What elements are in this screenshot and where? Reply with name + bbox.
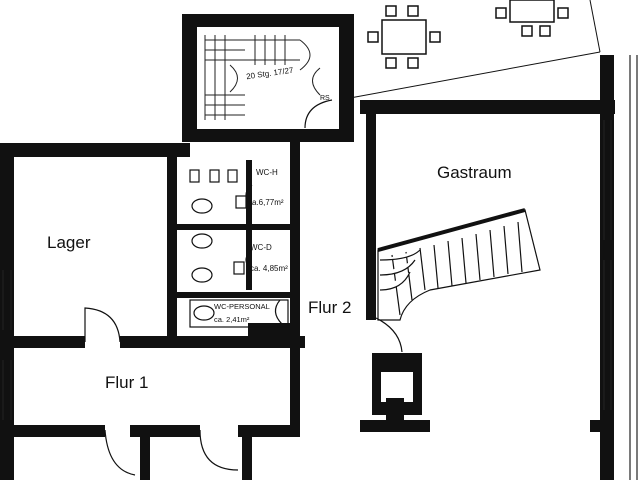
wc-personal-box	[189, 299, 289, 328]
wall-flur1-bottom-c	[238, 425, 298, 437]
chair	[557, 7, 569, 19]
room-label-lager: Lager	[47, 233, 91, 252]
door-flur2	[375, 317, 403, 353]
doors	[84, 99, 403, 476]
wc-d-label: WC-D	[250, 243, 272, 252]
door-flur1-bottom-left	[104, 429, 136, 476]
wall-top-left	[0, 143, 190, 157]
urinal	[227, 169, 238, 183]
wc-personal-area: ca. 2,41m²	[214, 315, 250, 324]
wc-h-label: WC-H	[256, 168, 278, 177]
pillar-inner	[381, 372, 413, 402]
wall-top-right	[360, 100, 615, 114]
wall-lager-bottom-left	[0, 336, 85, 348]
chair	[367, 31, 379, 43]
urinal	[189, 169, 200, 183]
wall-flur2-right	[366, 110, 376, 320]
sink	[235, 195, 247, 209]
door-flur1-bottom-right	[199, 429, 239, 471]
urinal	[209, 169, 220, 183]
wc-h-area: ca.6,77m²	[248, 198, 284, 207]
chair	[385, 57, 397, 69]
sink	[233, 261, 245, 275]
outdoor-seating	[349, 0, 601, 99]
wall-wc-right	[290, 128, 300, 343]
wc-d-area: ca. 4,85m²	[250, 264, 288, 273]
door-wc-personal	[274, 299, 283, 325]
door-stair	[304, 99, 333, 129]
room-label-flur1: Flur 1	[105, 373, 148, 392]
wall-lager-right	[167, 143, 177, 340]
toilet	[193, 305, 215, 321]
chair	[539, 25, 551, 37]
wc-fixtures	[189, 169, 289, 328]
wall-stub-2	[242, 430, 252, 480]
door-lager	[84, 307, 121, 343]
wall-flur1-bottom-a	[0, 425, 105, 437]
wall-stub-1	[140, 430, 150, 480]
door-wc-h	[245, 184, 253, 206]
chair	[407, 57, 419, 69]
stairwell: 20 Stg. 17/27 RS	[182, 14, 354, 142]
room-label-flur2: Flur 2	[308, 298, 351, 317]
wc-personal-label: WC-PERSONAL	[214, 302, 270, 311]
chair	[521, 25, 533, 37]
chair	[385, 5, 397, 17]
toilet	[191, 267, 213, 283]
chair	[495, 7, 507, 19]
chair	[429, 31, 441, 43]
table-1	[381, 19, 427, 55]
pillar-stem	[386, 398, 404, 420]
stair-rs-label: RS	[320, 95, 330, 102]
wall-right	[600, 55, 614, 480]
chair	[407, 5, 419, 17]
wall-gastraum-bottom-b	[590, 420, 614, 432]
wall-wc-h-bottom	[177, 224, 290, 230]
wall-wc-vertical	[246, 160, 252, 290]
windows	[2, 55, 638, 480]
wall-flur2-pillar	[248, 323, 290, 341]
toilet	[191, 233, 213, 249]
stairwell-inner	[197, 27, 339, 129]
wall-gastraum-bottom-a	[360, 420, 430, 432]
wall-wc-d-bottom	[177, 292, 290, 298]
table-2	[509, 0, 555, 23]
door-wc-d	[245, 249, 253, 271]
toilet	[191, 198, 213, 214]
room-label-gastraum: Gastraum	[437, 163, 512, 182]
gastraum-staircase	[377, 208, 541, 321]
wall-flur1-right	[290, 340, 300, 437]
